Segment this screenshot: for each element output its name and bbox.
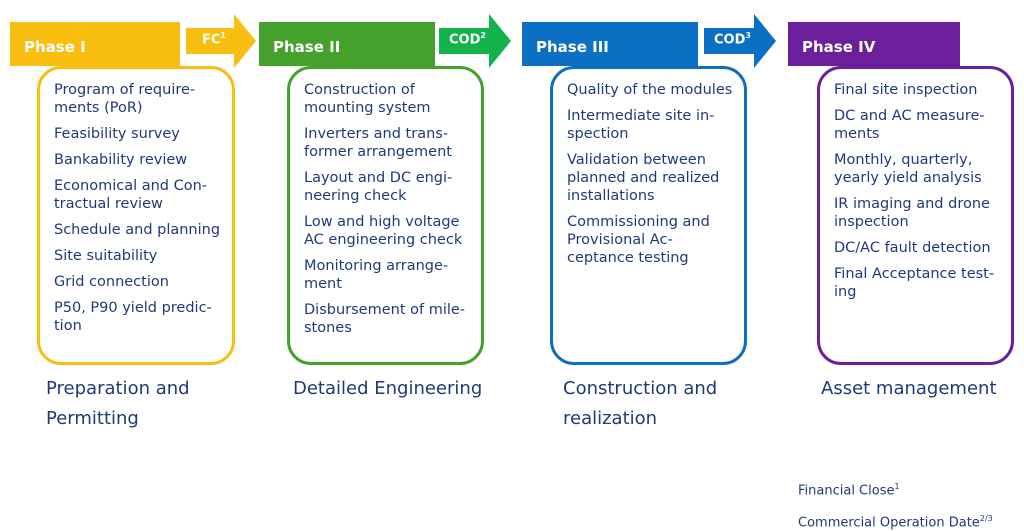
phase-item: Economical and Con- tractual review [54, 178, 208, 212]
phase-item: Grid connection [54, 274, 169, 290]
phase-item: Low and high voltage AC engineering chec… [304, 214, 463, 248]
phase-item: Monthly, quarterly, yearly yield analysi… [834, 152, 982, 186]
phase-item: Quality of the modules [567, 82, 733, 98]
footnote: Commercial Operation Date2/3 [798, 514, 993, 531]
phase-item: IR imaging and drone inspection [834, 196, 990, 230]
phase-caption: Detailed Engineering [293, 378, 483, 399]
phase-item: Feasibility survey [54, 126, 180, 142]
phase-item: DC and AC measure- ments [834, 108, 985, 142]
phase-item: Inverters and trans- former arrangement [304, 126, 452, 160]
phase-card-1: Program of require- ments (PoR) Feasibili… [37, 66, 235, 365]
phase-tab-4: Phase IV [788, 22, 960, 66]
transition-arrow-icon [186, 14, 256, 68]
phase-item: Bankability review [54, 152, 188, 168]
phase-item: Validation between planned and realized … [567, 152, 720, 204]
phase-item: Schedule and planning [54, 222, 221, 238]
phase-item: Final Acceptance test- ing [834, 266, 995, 300]
transition-label: COD3 [714, 31, 751, 48]
phase-item: Site suitability [54, 248, 158, 264]
phase-caption: Construction and realization [563, 378, 718, 429]
transition-label: COD2 [449, 31, 486, 48]
phase-title: Phase III [536, 38, 609, 56]
phase-item: Commissioning and Provisional Ac- ceptan… [567, 214, 710, 266]
phase-item: Layout and DC engi- neering check [304, 170, 453, 204]
phase-item: Monitoring arrange- ment [304, 258, 449, 292]
phase-item: Construction of mounting system [304, 82, 431, 116]
phase-caption: Preparation and Permitting [46, 378, 190, 429]
phase-item: Intermediate site in- spection [567, 108, 715, 142]
phase-item: DC/AC fault detection [834, 240, 991, 256]
footnote: Financial Close1 [798, 482, 900, 499]
transition-arrow-icon [704, 14, 776, 68]
transition-arrow-icon [439, 14, 511, 68]
phase-item: Final site inspection [834, 82, 978, 98]
phase-caption: Asset management [821, 378, 997, 399]
phase-item: Disbursement of mile- stones [304, 302, 466, 336]
phase-title: Phase I [24, 38, 86, 56]
phase-tab-3: Phase III [522, 22, 698, 66]
phase-card-4: Final site inspection DC and AC measure- … [817, 66, 1014, 365]
phase-item: Program of require- ments (PoR) [54, 82, 196, 116]
phase-tab-2: Phase II [259, 22, 435, 66]
phase-item: P50, P90 yield predic- tion [54, 300, 212, 334]
phase-tab-1: Phase I [10, 22, 180, 66]
phase-title: Phase IV [802, 38, 876, 56]
transition-label: FC1 [202, 31, 226, 48]
phase-title: Phase II [273, 38, 341, 56]
